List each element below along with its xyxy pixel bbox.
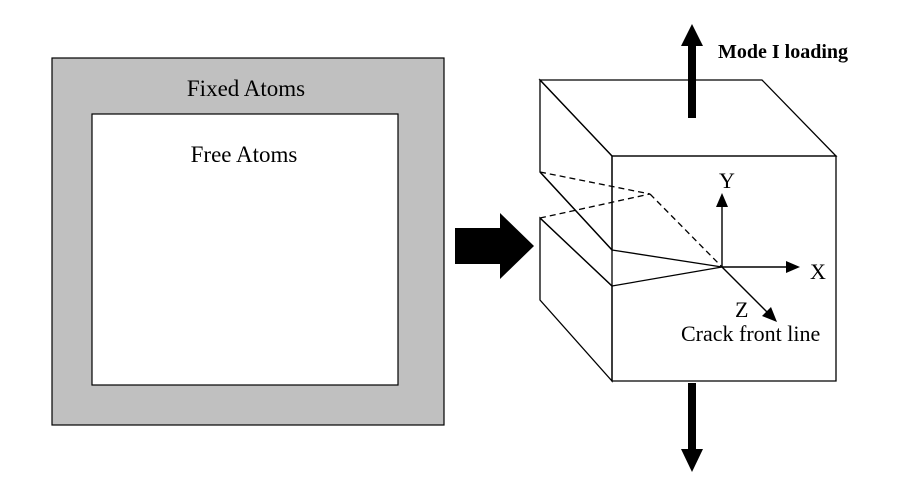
free-atoms-region	[91, 113, 399, 386]
free-atoms-label: Free Atoms	[191, 142, 298, 167]
lower-load-shaft	[688, 383, 696, 451]
up-arrow-icon	[681, 24, 703, 46]
z-arrow-icon	[762, 307, 777, 322]
y-axis-label: Y	[719, 168, 735, 193]
z-axis	[721, 266, 770, 315]
z-axis-label: Z	[735, 297, 748, 322]
x-arrow-icon	[786, 261, 800, 273]
lower-block-left-face	[539, 216, 613, 383]
upper-crack-line	[611, 249, 723, 268]
cracked-block-diagram	[538, 78, 838, 383]
upper-load-shaft	[688, 44, 696, 118]
lower-crack-edge	[539, 217, 613, 287]
atom-region-diagram: Fixed Atoms Free Atoms	[51, 57, 445, 426]
hidden-crack-line-1	[539, 171, 651, 195]
mode-i-loading-label: Mode I loading	[718, 41, 848, 63]
down-arrow-icon	[681, 449, 703, 472]
coordinate-axes	[716, 193, 800, 322]
y-arrow-icon	[716, 193, 728, 207]
loading-arrows	[681, 24, 703, 472]
fixed-atoms-label: Fixed Atoms	[187, 76, 305, 101]
crack-front-line-label: Crack front line	[681, 321, 820, 346]
hidden-crack-line-3	[539, 193, 651, 219]
upper-crack-edge	[539, 171, 613, 251]
x-axis-label: X	[810, 259, 826, 284]
hidden-crack-line-2	[649, 193, 723, 268]
upper-block-left-face	[539, 78, 613, 252]
right-arrow-icon	[455, 213, 534, 279]
lower-crack-line	[611, 266, 723, 287]
